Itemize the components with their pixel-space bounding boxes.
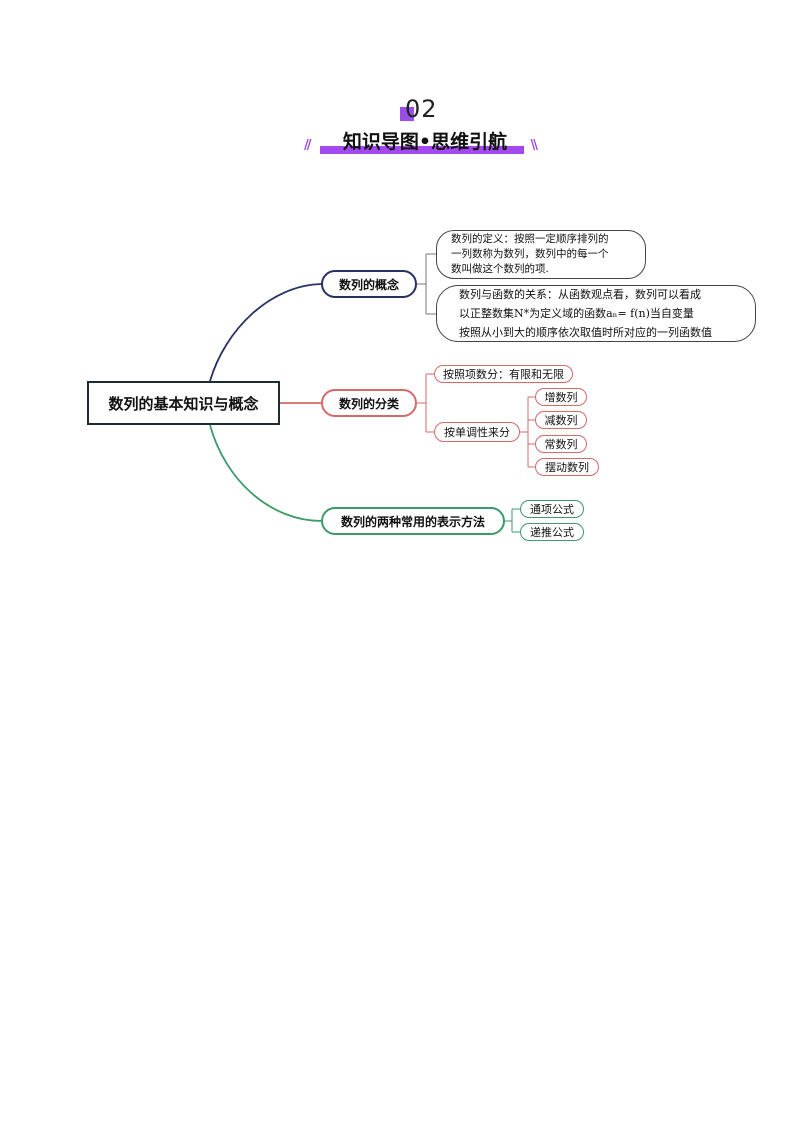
section-square-icon: [400, 107, 414, 121]
note-line: 按照从小到大的顺序依次取值时所对应的一列函数值: [459, 326, 712, 339]
connector-concept-notes: [416, 253, 436, 315]
slash-right-icon: \\: [530, 138, 538, 153]
leaf-recursive: 递推公式: [520, 523, 584, 541]
leaf-general-term: 通项公式: [520, 500, 584, 518]
section-number: 02: [397, 95, 447, 125]
note-line: 数列与函数的关系：从函数观点看，数列可以看成: [459, 288, 701, 301]
note-line: 数叫做这个数列的项.: [451, 263, 549, 275]
leaf-oscillating: 摆动数列: [535, 458, 599, 476]
section-number-text: 02: [405, 95, 438, 123]
slash-left-icon: //: [304, 138, 311, 153]
branch-concept: 数列的概念: [321, 270, 417, 298]
connector-classification-children: [416, 373, 434, 433]
connector-root-concept: [209, 283, 323, 382]
connector-representation-children: [504, 508, 520, 533]
root-node: 数列的基本知识与概念: [87, 381, 280, 425]
note-line: 一列数称为数列，数列中的每一个: [451, 248, 609, 260]
connector-monotonic-children: [520, 396, 535, 468]
section-title-text: 知识导图•思维引航: [342, 131, 508, 153]
title-highlight-bar: [320, 146, 524, 154]
branch-classification: 数列的分类: [321, 389, 417, 417]
leaf-by-count: 按照项数分：有限和无限: [434, 365, 573, 383]
branch-representation: 数列的两种常用的表示方法: [321, 507, 505, 535]
leaf-by-monotonic: 按单调性来分: [434, 422, 520, 442]
note-line: 数列的定义：按照一定顺序排列的: [451, 233, 609, 245]
leaf-constant: 常数列: [535, 435, 587, 453]
note-line: 以正整数集N*为定义域的函数aₙ= f(n)当自变量: [459, 307, 694, 320]
note-function-relation: 数列与函数的关系：从函数观点看，数列可以看成 以正整数集N*为定义域的函数aₙ=…: [436, 285, 756, 342]
connector-root-representation: [209, 424, 323, 522]
note-definition: 数列的定义：按照一定顺序排列的 一列数称为数列，数列中的每一个 数叫做这个数列的…: [436, 230, 646, 279]
leaf-increasing: 增数列: [535, 388, 587, 406]
leaf-decreasing: 减数列: [535, 411, 587, 429]
section-title: // 知识导图•思维引航 \\: [300, 128, 550, 158]
